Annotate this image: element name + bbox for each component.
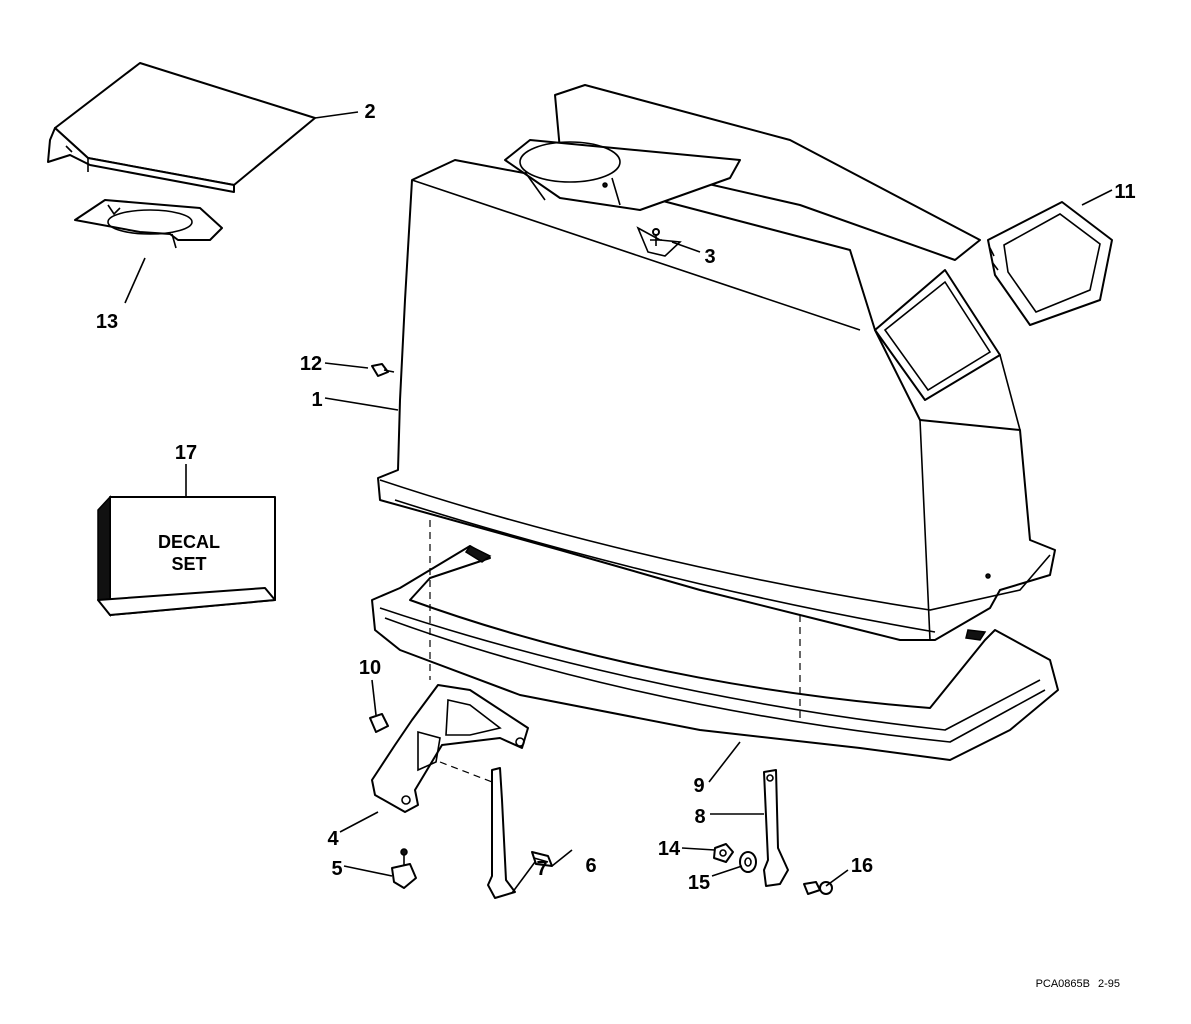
part-11-window [987,201,1113,326]
part-4-bracket [371,684,529,813]
callout-13: 13 [96,311,118,333]
part-7-strap [487,767,516,899]
part-12-screw [371,363,395,377]
callout-6: 6 [585,855,596,877]
callout-11: 11 [1114,181,1135,203]
part-1-engine-cover [377,84,1056,641]
callout-numbers: 1 2 3 4 5 6 7 8 9 10 11 12 13 14 15 16 1… [96,101,1136,894]
callout-7: 7 [536,858,547,880]
alignment-line [429,520,801,786]
part-16-screw [803,881,833,895]
part-8-link [763,769,789,887]
part-13-grommet-plate [74,199,223,249]
callout-15: 15 [688,872,710,894]
decal-label-line1: DECAL [158,532,220,552]
callout-1: 1 [311,389,322,411]
decal-label-line2: SET [171,554,206,574]
callout-3: 3 [704,246,715,268]
callout-5: 5 [331,858,342,880]
callout-2: 2 [364,101,375,123]
part-5-grommet [391,848,417,889]
part-2-access-cover [47,62,316,193]
part-15-washer [739,851,757,873]
callout-12: 12 [300,353,322,375]
callout-16: 16 [851,855,873,877]
callout-9: 9 [693,775,704,797]
part-14-nut [713,843,734,863]
callout-10: 10 [359,657,381,679]
callout-14: 14 [658,838,681,860]
part-9-seal [371,545,1059,761]
part-10-clip [369,713,389,733]
callout-8: 8 [694,806,705,828]
leader-lines [124,111,1113,894]
diagram-reference: PCA0865B [1036,978,1090,990]
part-3-screw [650,228,662,246]
diagram-date-code: 2-95 [1098,978,1120,990]
part-17-decal-box: DECAL SET [97,495,276,618]
callout-4: 4 [327,828,339,850]
callout-17: 17 [175,442,197,464]
